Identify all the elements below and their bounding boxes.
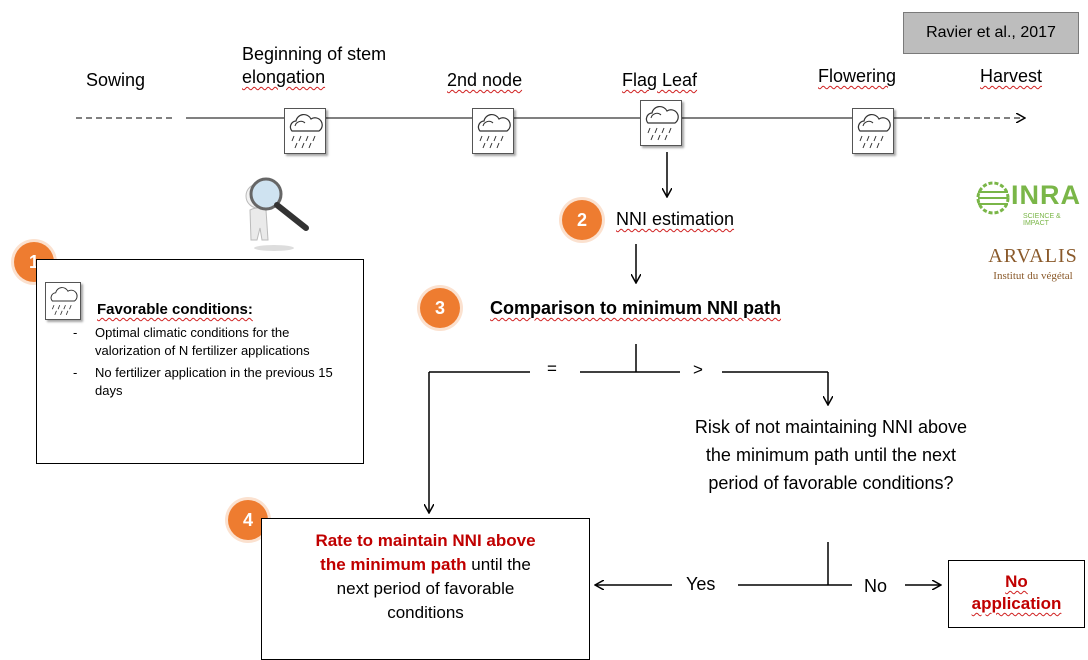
stage-flag-leaf: Flag Leaf	[622, 70, 698, 90]
stage-sowing: Sowing	[86, 70, 146, 90]
step-2-badge: 2	[562, 200, 602, 240]
rain-cloud-icon	[640, 100, 682, 146]
rate-line3: next period of favorable	[336, 579, 515, 598]
favorable-bullet-1: -Optimal climatic conditions for the val…	[73, 325, 310, 358]
favorable-conditions-box: Favorable conditions: -Optimal climatic …	[36, 259, 364, 464]
stage-stem-line1: Beginning of stem	[242, 44, 387, 64]
equal-sign: =	[547, 359, 557, 378]
rate-line2-rest: until the	[466, 555, 531, 574]
stage-flowering: Flowering	[818, 66, 897, 86]
rain-cloud-icon	[284, 108, 326, 154]
rain-cloud-icon	[472, 108, 514, 154]
arvalis-logo-tagline: Institut du végétal	[993, 270, 1073, 282]
inra-logo-mark	[976, 181, 1010, 215]
step-3-badge: 3	[420, 288, 460, 328]
no-application-line1: No	[1005, 572, 1028, 591]
rate-line4: conditions	[387, 603, 464, 622]
inra-logo: INRA SCIENCE & IMPACT	[975, 180, 1083, 227]
stage-stem-elongation: Beginning of stem elongation	[242, 44, 386, 88]
favorable-bullet-2: -No fertilizer application in the previo…	[73, 365, 333, 398]
rate-line1: Rate to maintain NNI above	[315, 531, 536, 550]
no-application-box: No application	[948, 560, 1085, 628]
comparison-label: Comparison to minimum NNI path	[490, 298, 782, 318]
inra-logo-name: INRA	[1011, 180, 1081, 210]
rate-line2-highlight: the minimum path	[320, 555, 467, 574]
rate-line2: the minimum path until the	[262, 553, 589, 577]
favorable-bullet-1-text: Optimal climatic conditions for the valo…	[95, 325, 310, 358]
rain-cloud-icon	[45, 282, 81, 320]
rate-box: Rate to maintain NNI above the minimum p…	[261, 518, 590, 660]
citation-box: Ravier et al., 2017	[903, 12, 1079, 54]
magnifier-figure-icon	[236, 170, 316, 252]
favorable-conditions-list: -Optimal climatic conditions for the val…	[67, 322, 357, 400]
stage-harvest: Harvest	[980, 66, 1043, 86]
rain-cloud-icon	[852, 108, 894, 154]
stage-stem-line2: elongation	[242, 67, 326, 87]
stage-second-node: 2nd node	[447, 70, 523, 90]
risk-question-line2: the minimum path until the next	[705, 445, 957, 465]
inra-logo-tagline: SCIENCE & IMPACT	[1023, 213, 1061, 227]
no-application-line2: application	[971, 594, 1062, 613]
arvalis-logo: ARVALIS Institut du végétal	[983, 245, 1083, 295]
no-label: No	[864, 576, 888, 596]
risk-question-line3: period of favorable conditions?	[708, 473, 954, 493]
favorable-conditions-title: Favorable conditions:	[97, 301, 253, 318]
favorable-bullet-2-text: No fertilizer application in the previou…	[95, 365, 333, 398]
nni-estimation-label: NNI estimation	[616, 209, 735, 229]
risk-question: Risk of not maintaining NNI above the mi…	[666, 413, 996, 497]
risk-question-line1: Risk of not maintaining NNI above	[694, 417, 968, 437]
arvalis-logo-name: ARVALIS	[988, 245, 1078, 267]
greater-sign: >	[693, 360, 703, 379]
citation-text: Ravier et al., 2017	[926, 24, 1056, 41]
yes-label: Yes	[686, 574, 716, 594]
